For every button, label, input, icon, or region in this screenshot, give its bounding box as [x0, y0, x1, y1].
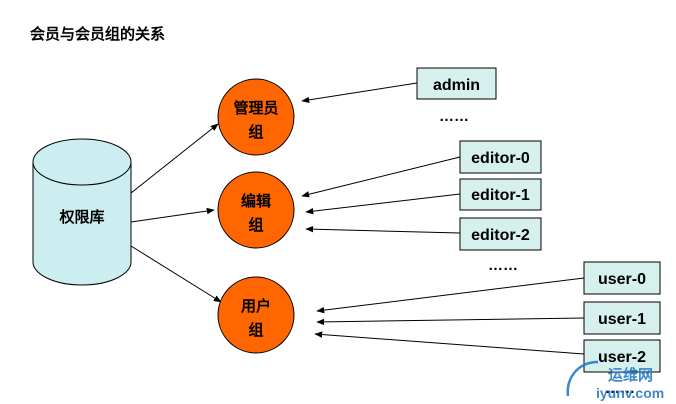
- admin-arrow: [301, 82, 418, 104]
- editor-2-arrow: [305, 225, 461, 234]
- group-user: 用户 组: [217, 276, 295, 354]
- member-box-user-2: user-2: [583, 339, 661, 373]
- member-box-user-1: user-1: [583, 301, 661, 335]
- user-1-arrow: [316, 317, 585, 326]
- member-links: [301, 82, 585, 355]
- db-links: [130, 123, 222, 303]
- watermark-logo: 运维网 iyunv.com: [566, 360, 664, 401]
- watermark-text-url: iyunv.com: [596, 385, 664, 401]
- member-label-editor-2: editor-2: [471, 227, 530, 244]
- member-box-editor-1: editor-1: [459, 178, 542, 211]
- group-user-label-2: 组: [248, 321, 263, 339]
- diagram-title: 会员与会员组的关系: [30, 25, 166, 43]
- group-editor: 编辑 组: [217, 171, 295, 249]
- user-ellipsis: ……: [605, 380, 635, 397]
- member-box-editor-0: editor-0: [459, 140, 542, 174]
- editor-1-arrow: [305, 193, 461, 215]
- group-admin: 管理员 组: [217, 78, 295, 156]
- db-to-user-group-arrow: [130, 245, 222, 303]
- member-box-admin: admin: [416, 67, 497, 100]
- editor-0-arrow: [301, 156, 461, 198]
- group-editor-label-2: 组: [248, 216, 263, 234]
- member-label-admin: admin: [433, 77, 480, 94]
- watermark-text-cn: 运维网: [608, 366, 653, 384]
- admin-ellipsis: ……: [439, 108, 469, 125]
- member-label-editor-0: editor-0: [471, 150, 530, 167]
- database-label: 权限库: [58, 208, 104, 226]
- group-editor-label: 编辑: [241, 192, 271, 210]
- editor-ellipsis: ……: [488, 257, 518, 274]
- member-label-user-0: user-0: [598, 271, 646, 288]
- member-label-user-2: user-2: [598, 349, 646, 366]
- db-to-admin-group-arrow: [130, 123, 219, 194]
- database-cylinder: 权限库: [32, 138, 132, 286]
- db-to-editor-group-arrow: [130, 207, 215, 223]
- member-box-editor-2: editor-2: [459, 217, 542, 251]
- group-admin-label: 管理员: [233, 99, 278, 117]
- user-0-arrow: [316, 277, 585, 314]
- member-label-editor-1: editor-1: [471, 187, 530, 204]
- member-box-user-0: user-0: [583, 261, 661, 295]
- user-2-arrow: [314, 331, 585, 355]
- group-admin-label-2: 组: [248, 123, 263, 141]
- group-user-label: 用户: [241, 297, 271, 315]
- member-label-user-1: user-1: [598, 311, 646, 328]
